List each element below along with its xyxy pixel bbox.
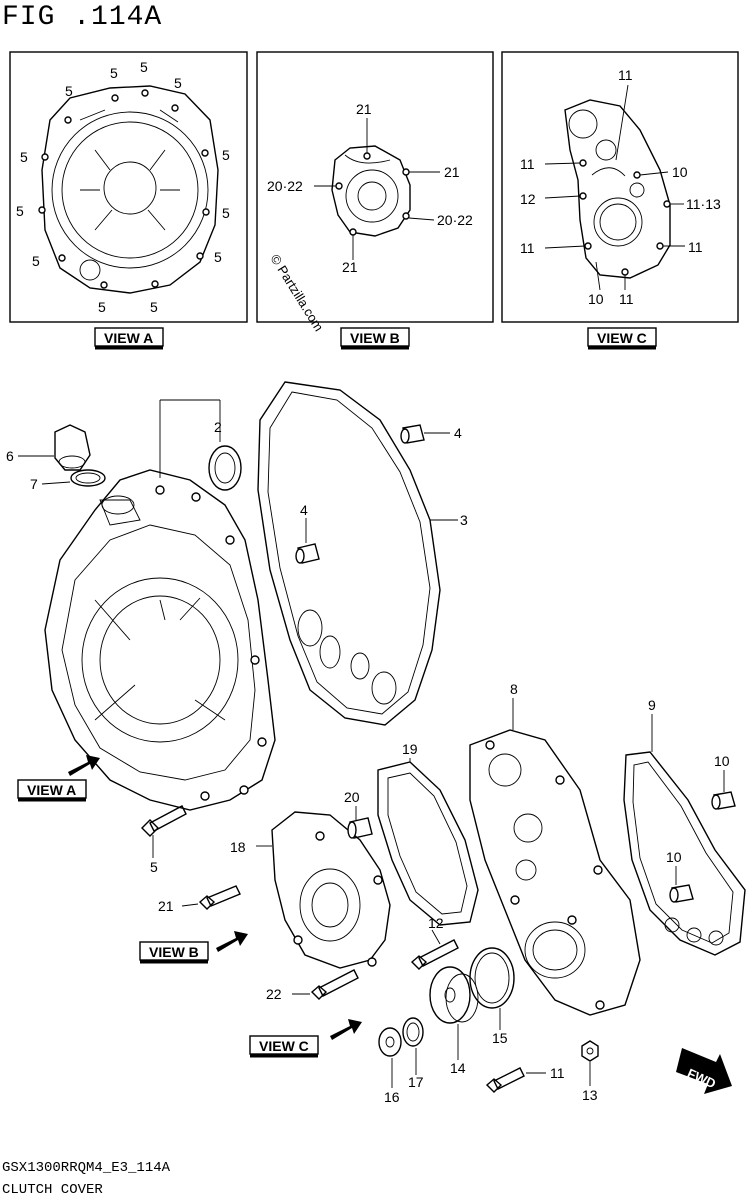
inset-c-label: 11 bbox=[520, 156, 535, 172]
view-b-tag: VIEW B bbox=[340, 327, 410, 350]
inset-c-label: 11 bbox=[618, 67, 633, 83]
dowel-pin-4b bbox=[295, 518, 320, 564]
gasket-19 bbox=[377, 758, 479, 926]
inset-c-label: 11 bbox=[619, 291, 634, 307]
washer-17 bbox=[402, 1017, 424, 1075]
svg-text:VIEW B: VIEW B bbox=[350, 330, 400, 346]
part-label-21: 21 bbox=[158, 898, 174, 914]
bolt-21 bbox=[181, 885, 241, 910]
bolt-5 bbox=[141, 805, 187, 858]
svg-text:VIEW C: VIEW C bbox=[597, 330, 647, 346]
diagram-code: GSX1300RRQM4_E3_114A bbox=[2, 1160, 171, 1176]
inset-b-label: 20·22 bbox=[267, 178, 303, 194]
view-b-main-tag: VIEW B bbox=[139, 941, 209, 964]
inset-view-c: 11 11 10 12 11·13 11 11 10 11 bbox=[501, 51, 739, 323]
part-label-17: 17 bbox=[408, 1074, 424, 1090]
part-label-15: 15 bbox=[492, 1030, 508, 1046]
dowel-pin-10b bbox=[669, 866, 694, 903]
inset-b-label: 20·22 bbox=[437, 212, 473, 228]
view-a-main-tag: VIEW A bbox=[17, 779, 87, 802]
clutch-cover bbox=[44, 399, 276, 811]
view-a-tag: VIEW A bbox=[94, 327, 164, 350]
inset-a-label: 5 bbox=[110, 65, 118, 81]
part-label-10: 10 bbox=[666, 849, 682, 865]
view-c-tag: VIEW C bbox=[587, 327, 657, 350]
part-label-5: 5 bbox=[150, 859, 158, 875]
part-label-4: 4 bbox=[454, 425, 462, 441]
cover-8 bbox=[469, 698, 641, 1016]
inset-c-label: 10 bbox=[588, 291, 604, 307]
o-ring-7 bbox=[41, 469, 106, 487]
part-label-3: 3 bbox=[460, 512, 468, 528]
view-c-main-tag: VIEW C bbox=[249, 1035, 319, 1058]
fwd-arrow: FWD bbox=[676, 1048, 732, 1094]
gasket-9 bbox=[623, 714, 746, 956]
part-label-8: 8 bbox=[510, 681, 518, 697]
view-a-arrow bbox=[68, 755, 100, 776]
part-label-14: 14 bbox=[450, 1060, 466, 1076]
oil-filler-cap bbox=[18, 424, 91, 471]
gasket-3 bbox=[257, 381, 458, 726]
washer-13 bbox=[581, 1040, 599, 1086]
part-label-11: 11 bbox=[550, 1065, 565, 1081]
inset-a-label: 5 bbox=[140, 59, 148, 75]
inset-c-label: 11·13 bbox=[686, 196, 721, 212]
inset-c-label: 10 bbox=[672, 164, 688, 180]
svg-text:VIEW A: VIEW A bbox=[104, 330, 153, 346]
part-label-10: 10 bbox=[714, 753, 730, 769]
inset-b-label: 21 bbox=[356, 101, 372, 117]
sleeve-20 bbox=[347, 806, 373, 839]
inset-a-label: 5 bbox=[65, 83, 73, 99]
part-label-4: 4 bbox=[300, 502, 308, 518]
dowel-pin-4a bbox=[400, 424, 450, 444]
inset-a-label: 5 bbox=[214, 249, 222, 265]
bolt-11 bbox=[485, 1067, 546, 1093]
inset-a-label: 5 bbox=[98, 299, 106, 315]
washer-16 bbox=[378, 1027, 402, 1088]
view-c-arrow bbox=[330, 1019, 362, 1040]
dowel-pin-10a bbox=[711, 770, 736, 810]
part-label-12: 12 bbox=[428, 915, 444, 931]
inset-c-label: 11 bbox=[688, 239, 703, 255]
part-label-7: 7 bbox=[30, 476, 38, 492]
inset-view-a: 5 5 5 5 5 5 5 5 5 5 5 5 bbox=[9, 51, 248, 323]
figure-title: FIG .114A bbox=[2, 2, 163, 33]
inset-c-label: 12 bbox=[520, 191, 536, 207]
inset-a-label: 5 bbox=[174, 75, 182, 91]
part-label-16: 16 bbox=[384, 1089, 400, 1105]
bolt-22 bbox=[292, 969, 359, 1000]
part-label-20: 20 bbox=[344, 789, 360, 805]
inset-b-label: 21 bbox=[444, 164, 460, 180]
inset-a-label: 5 bbox=[32, 253, 40, 269]
part-label-22: 22 bbox=[266, 986, 282, 1002]
part-label-13: 13 bbox=[582, 1087, 598, 1103]
plug-2 bbox=[208, 445, 242, 491]
part-label-6: 6 bbox=[6, 448, 14, 464]
bolt-12 bbox=[410, 929, 459, 970]
svg-text:5: 5 bbox=[65, 83, 73, 99]
inset-a-label: 5 bbox=[150, 299, 158, 315]
inset-c-label: 11 bbox=[520, 240, 535, 256]
svg-text:VIEW B: VIEW B bbox=[149, 944, 199, 960]
part-label-9: 9 bbox=[648, 697, 656, 713]
part-label-19: 19 bbox=[402, 741, 418, 757]
plug-14 bbox=[429, 966, 479, 1060]
inset-a-label: 5 bbox=[20, 149, 28, 165]
svg-text:VIEW A: VIEW A bbox=[27, 782, 76, 798]
inset-a-label: 5 bbox=[222, 147, 230, 163]
inset-a-label: 5 bbox=[16, 203, 24, 219]
diagram-name: CLUTCH COVER bbox=[2, 1182, 103, 1198]
part-label-2: 2 bbox=[214, 419, 222, 435]
view-b-arrow bbox=[216, 931, 248, 952]
inset-a-label: 5 bbox=[222, 205, 230, 221]
o-ring-15 bbox=[469, 947, 515, 1030]
pump-cover-18 bbox=[256, 811, 391, 969]
part-label-18: 18 bbox=[230, 839, 246, 855]
inset-view-b: 21 21 20·22 20·22 21 bbox=[256, 51, 494, 323]
inset-b-label: 21 bbox=[342, 259, 358, 275]
svg-text:VIEW C: VIEW C bbox=[259, 1038, 309, 1054]
